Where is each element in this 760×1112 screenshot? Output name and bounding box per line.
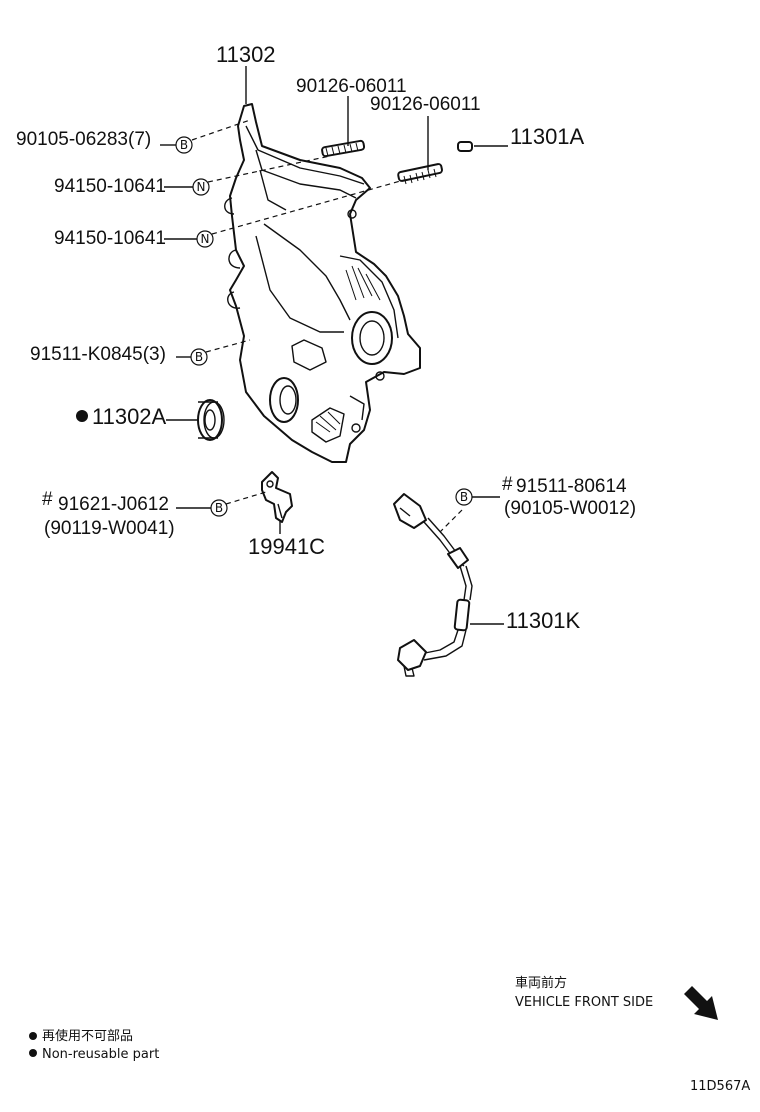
- label-11301a: 11301A: [510, 124, 585, 149]
- label-90126-06011-upper: 90126-06011: [296, 76, 407, 97]
- label-11302: 11302: [216, 42, 276, 67]
- badge-n-94150-a: N: [192, 178, 210, 196]
- label-90119-w0041: (90119-W0041): [44, 518, 175, 539]
- badge-b-90105: B: [175, 136, 193, 154]
- badge-b-91621: B: [210, 499, 228, 517]
- non-reusable-mark-11302a: [76, 410, 88, 422]
- plug-11301a: [457, 141, 473, 152]
- leader-lines: [160, 66, 508, 625]
- svg-text:N: N: [201, 232, 210, 246]
- svg-text:B: B: [215, 501, 223, 515]
- label-91511-80614: 91511-80614: [516, 476, 627, 497]
- oil-seal: [197, 399, 225, 441]
- crank-position-sensor: [393, 493, 473, 677]
- label-94150-10641-a: 94150-10641: [54, 176, 166, 197]
- wire-bracket: [261, 471, 293, 523]
- label-19941c: 19941C: [248, 534, 325, 559]
- hash-mark-91621: #: [42, 489, 53, 510]
- label-90105-06283: 90105-06283(7): [16, 129, 151, 150]
- legend-en: Non-reusable part: [42, 1047, 159, 1062]
- badge-n-94150-b: N: [196, 230, 214, 248]
- label-94150-10641-b: 94150-10641: [54, 228, 166, 249]
- hash-mark-91511-80614: #: [502, 474, 513, 495]
- vehicle-front-jp: 車両前方: [515, 975, 567, 991]
- legend-dot-en: [29, 1049, 37, 1057]
- label-91621-j0612: 91621-J0612: [58, 494, 169, 515]
- vehicle-front-en: VEHICLE FRONT SIDE: [515, 995, 653, 1010]
- svg-text:B: B: [195, 350, 203, 364]
- legend-dot-jp: [29, 1032, 37, 1040]
- stud-bolt-upper: [321, 139, 366, 158]
- badge-b-91511-k0845: B: [190, 348, 208, 366]
- vehicle-front-arrow-icon: [684, 986, 718, 1020]
- label-11301k: 11301K: [506, 608, 581, 633]
- stud-bolt-lower: [397, 163, 444, 185]
- label-91511-k0845: 91511-K0845(3): [30, 344, 166, 365]
- svg-text:N: N: [197, 180, 206, 194]
- diagram-code: 11D567A: [690, 1079, 750, 1094]
- label-11302a: 11302A: [92, 404, 167, 429]
- label-90126-06011-lower: 90126-06011: [370, 94, 481, 115]
- timing-chain-cover: [224, 103, 421, 463]
- svg-text:B: B: [460, 490, 468, 504]
- legend-jp: 再使用不可部品: [42, 1028, 133, 1044]
- label-90105-w0012: (90105-W0012): [504, 498, 636, 519]
- svg-text:B: B: [180, 138, 188, 152]
- badge-b-91511-80614: B: [455, 488, 473, 506]
